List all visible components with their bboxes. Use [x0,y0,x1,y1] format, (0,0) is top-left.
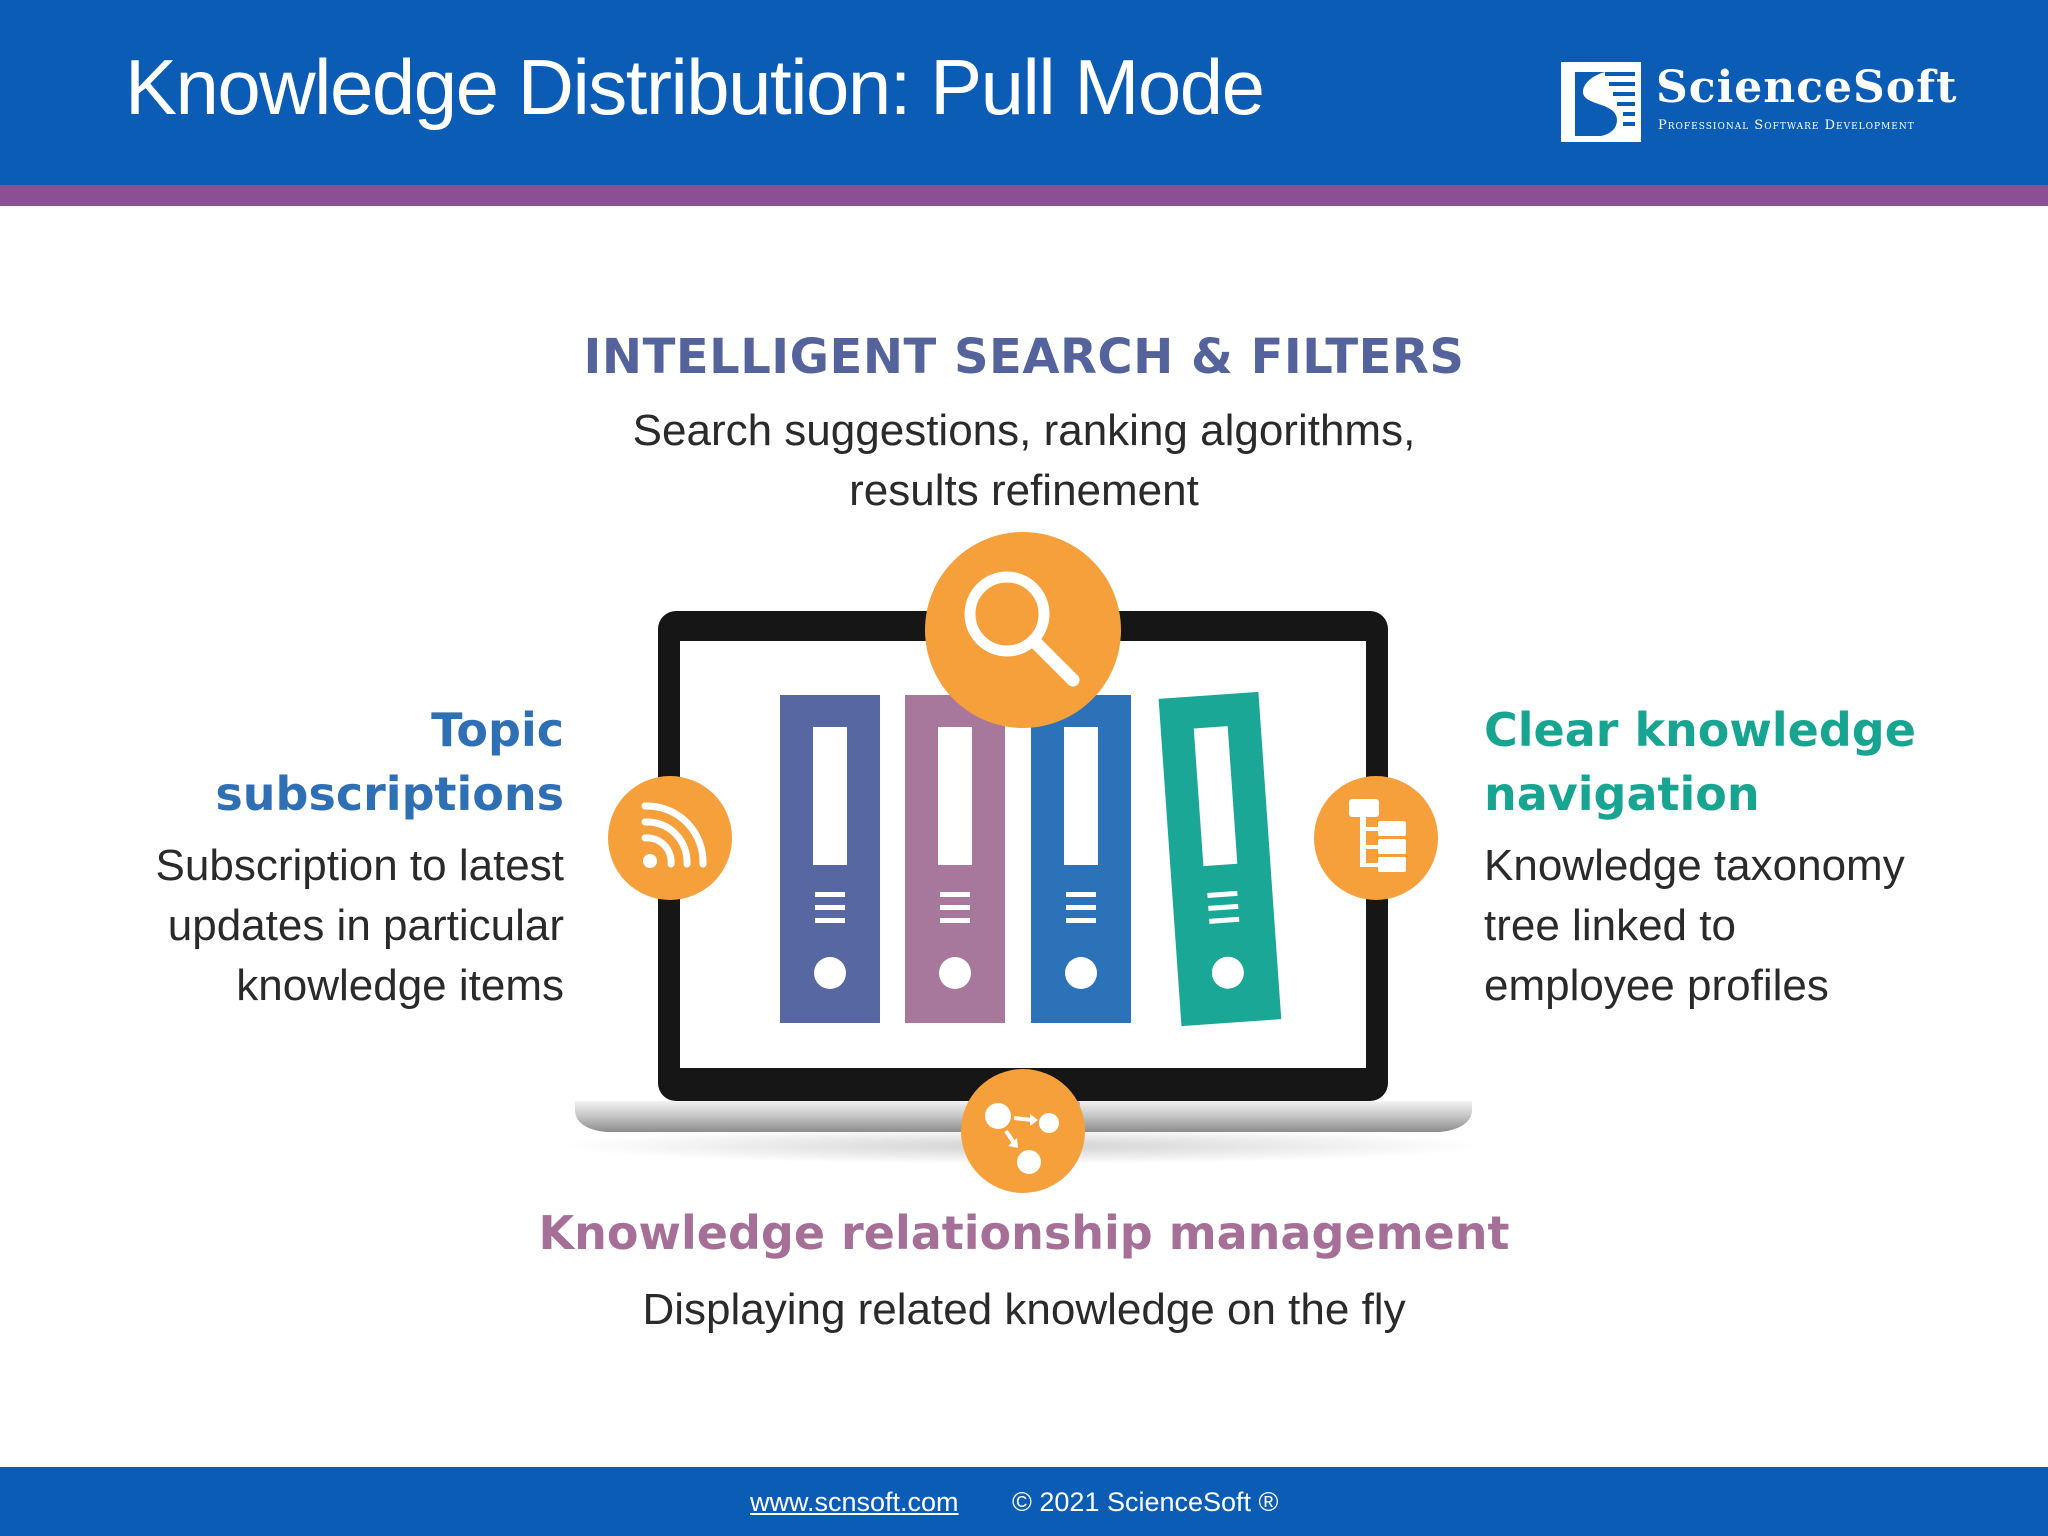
feature-navigation-title: Clear knowledge navigation [1484,698,2004,826]
footer-bar: www.scnsoft.com © 2021 ScienceSoft ® [0,1467,2048,1536]
page-title: Knowledge Distribution: Pull Mode [125,43,1265,131]
website-link[interactable]: www.scnsoft.com [750,1487,959,1517]
copyright-text: © 2021 ScienceSoft ® [1012,1487,1279,1517]
magnifier-icon [925,532,1121,728]
feature-knowledge-navigation: Clear knowledge navigation Knowledge tax… [1484,698,2004,1016]
feature-relationships-title: Knowledge relationship management [538,1206,1510,1260]
feature-subscriptions-title-line-1: Topic [431,703,564,757]
feature-subscriptions-desc-line-2: updates in particular [167,901,564,950]
feature-relationships-desc: Displaying related knowledge on the fly [642,1285,1406,1334]
binder-dark-blue [1031,695,1131,1023]
feature-intelligent-search: INTELLIGENT SEARCH & FILTERS Search sugg… [524,333,1524,521]
binder-teal [1158,691,1282,1027]
header-bar: Knowledge Distribution: Pull Mode Scienc… [0,0,2048,185]
feature-subscriptions-title: Topic subscriptions [60,698,564,826]
feature-navigation-title-line-1: Clear knowledge [1484,703,1916,757]
feature-subscriptions-desc-line-3: knowledge items [236,961,564,1010]
feature-subscriptions-desc-line-1: Subscription to latest [155,841,564,890]
feature-navigation-desc-line-1: Knowledge taxonomy [1484,841,1905,890]
feature-navigation-title-line-2: navigation [1484,767,1760,821]
feature-relationship-management: Knowledge relationship management Displa… [524,1210,1524,1340]
binder-purple [905,695,1005,1023]
sciencesoft-logo: ScienceSoft Professional Software Develo… [1561,62,1956,142]
relationship-graph-icon [961,1069,1085,1193]
feature-topic-subscriptions: Topic subscriptions Subscription to late… [60,698,564,1016]
feature-search-desc-line-1: Search suggestions, ranking algorithms, [632,406,1416,455]
logo-tagline: Professional Software Development [1658,118,1915,133]
feature-navigation-desc-line-3: employee profiles [1484,961,1829,1010]
feature-search-desc-line-2: results refinement [849,466,1199,515]
logo-wordmark: ScienceSoft [1656,62,1958,113]
header-accent-stripe [0,185,2048,206]
rss-icon [608,776,732,900]
feature-navigation-desc-line-2: tree linked to [1484,901,1736,950]
feature-search-title: INTELLIGENT SEARCH & FILTERS [583,329,1465,385]
binder-blue [780,695,880,1023]
sciencesoft-logo-icon [1561,62,1641,142]
taxonomy-tree-icon [1314,776,1438,900]
feature-subscriptions-title-line-2: subscriptions [215,767,564,821]
